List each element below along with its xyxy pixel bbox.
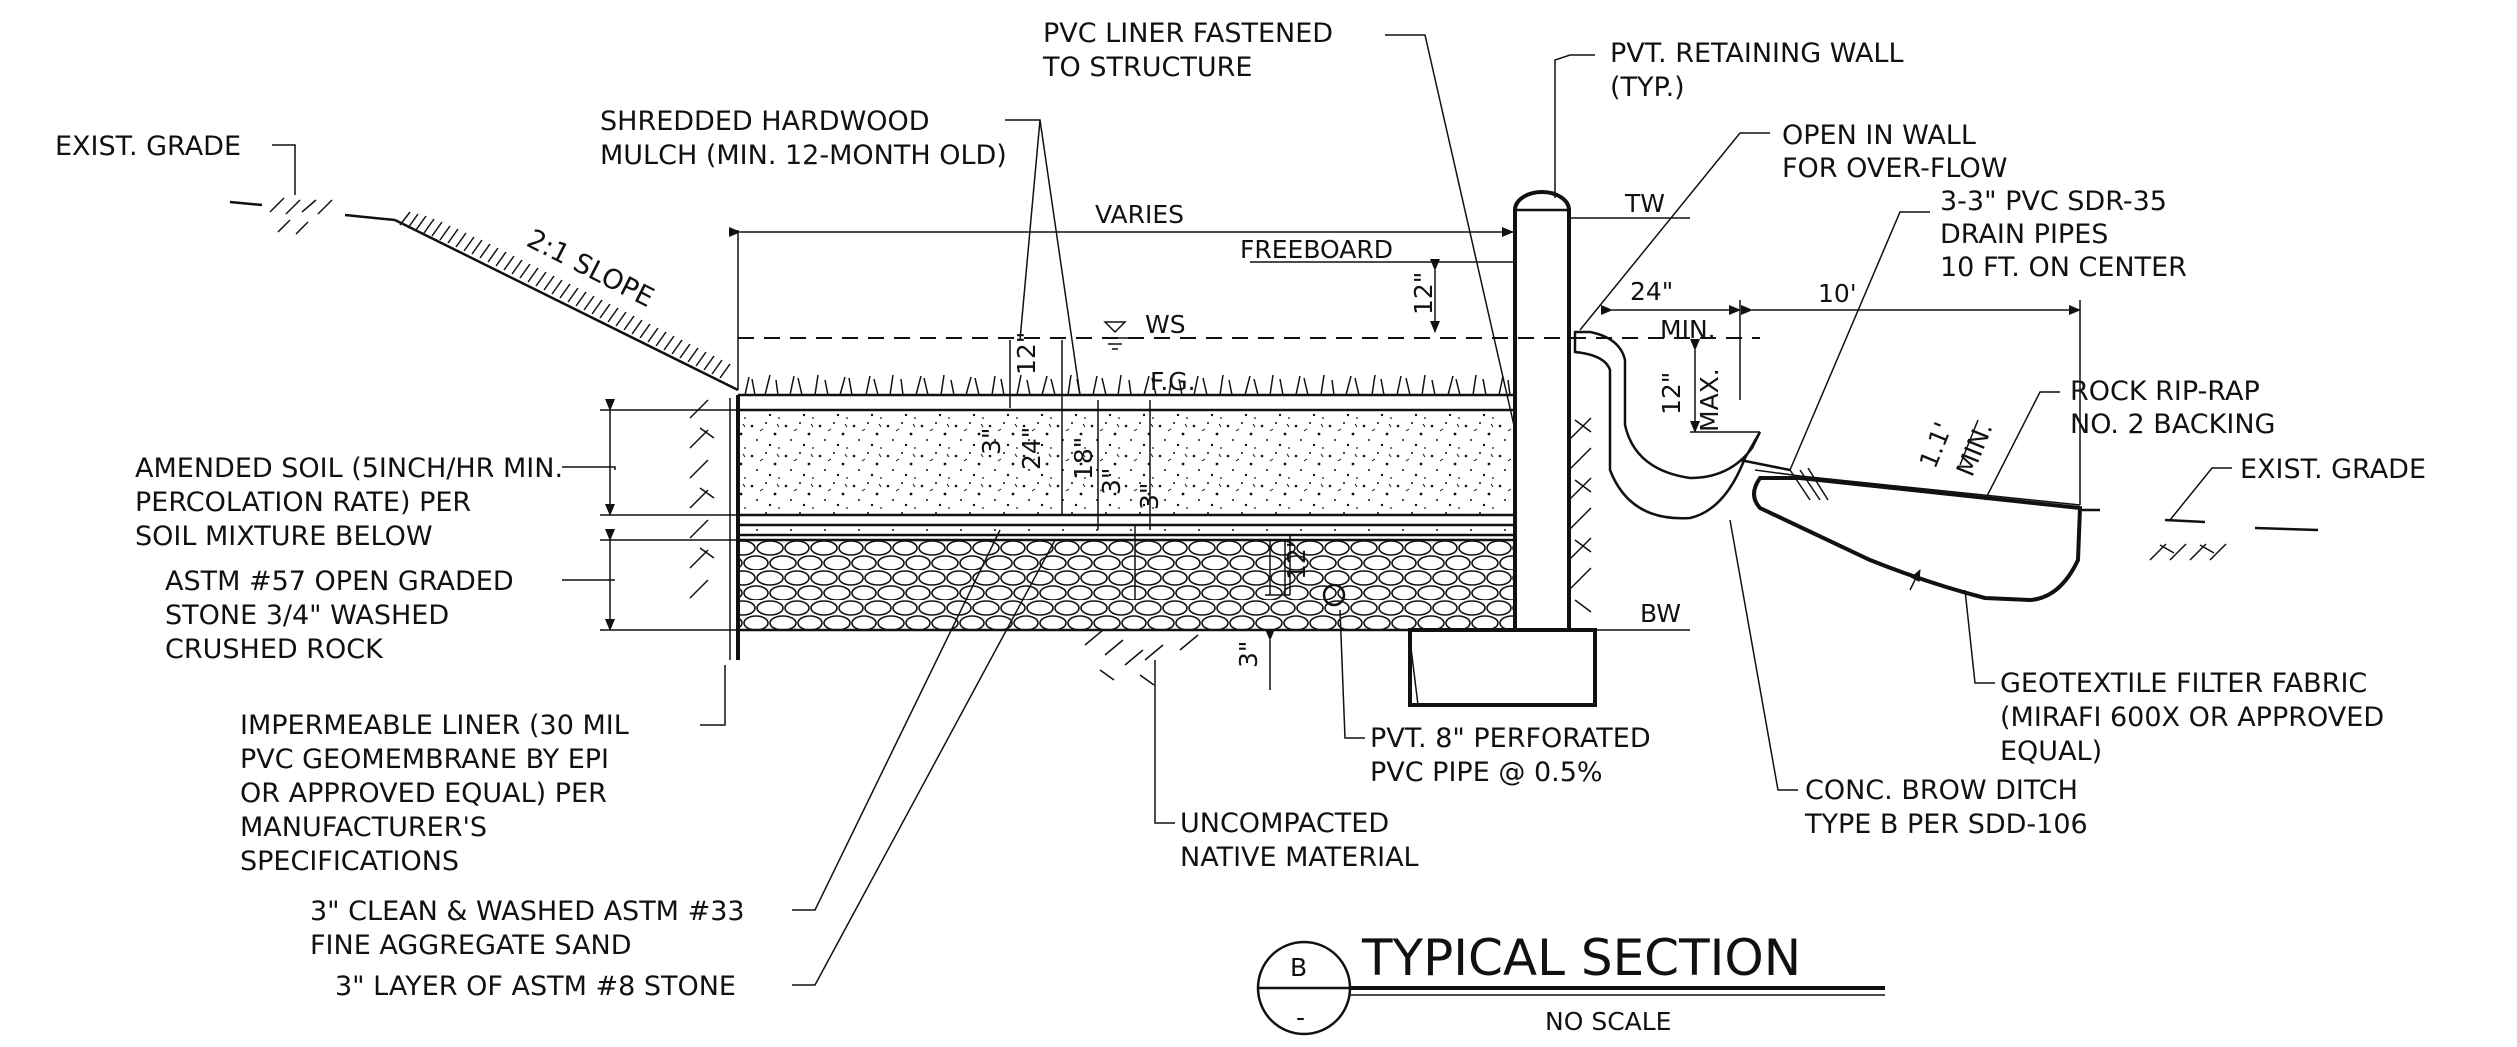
dim-3-sand: 3" xyxy=(1097,468,1126,495)
label-drain-2: DRAIN PIPES xyxy=(1940,219,2108,250)
retaining-wall xyxy=(1408,190,1597,707)
label-riprap-2: NO. 2 BACKING xyxy=(2070,409,2275,440)
dim-3-bottom: 3" xyxy=(1234,641,1263,668)
dim-12-freeboard: 12" xyxy=(1409,272,1438,315)
label-pipe-1: PVT. 8" PERFORATED xyxy=(1370,723,1651,754)
label-pvc-liner-1: PVC LINER FASTENED xyxy=(1043,18,1333,49)
label-pvc-liner-2: TO STRUCTURE xyxy=(1042,52,1252,83)
dim-24-min-1: 24" xyxy=(1630,277,1673,306)
label-stone8: 3" LAYER OF ASTM #8 STONE xyxy=(335,971,736,1002)
dim-3-stone8: 3" xyxy=(1135,483,1164,510)
dim-tw: TW xyxy=(1624,189,1665,218)
riprap-slope xyxy=(1739,458,2319,603)
dim-24: 24" xyxy=(1017,427,1046,470)
label-mulch-1: SHREDDED HARDWOOD xyxy=(600,106,930,137)
mulch-grass xyxy=(744,374,1511,396)
dim-min: MIN. xyxy=(1951,418,1999,480)
label-retaining-2: (TYP.) xyxy=(1610,72,1685,103)
label-liner-1: IMPERMEABLE LINER (30 MIL xyxy=(240,710,629,741)
dim-12-mulch: 12" xyxy=(1012,332,1041,375)
callout-letter: B xyxy=(1290,953,1307,982)
wall-backfill-hatch xyxy=(1568,417,1592,613)
dimensions xyxy=(600,217,2081,690)
right-grade-hatch xyxy=(2149,543,2227,561)
label-pipe-2: PVC PIPE @ 0.5% xyxy=(1370,757,1603,788)
amended-soil-layer xyxy=(738,410,1515,515)
label-soil-3: SOIL MIXTURE BELOW xyxy=(135,521,433,552)
brow-ditch xyxy=(1573,330,1762,520)
dim-12-pipe: 12" xyxy=(1282,537,1311,580)
label-liner-3: OR APPROVED EQUAL) PER xyxy=(240,778,607,809)
label-liner-4: MANUFACTURER'S xyxy=(240,812,487,843)
label-native-1: UNCOMPACTED xyxy=(1180,808,1389,839)
drawing-title: TYPICAL SECTION xyxy=(1361,929,1801,987)
label-geotextile-3: EQUAL) xyxy=(2000,736,2102,767)
label-exist-grade-left: EXIST. GRADE xyxy=(55,131,241,162)
dim-ws: WS xyxy=(1145,310,1186,339)
label-native-2: NATIVE MATERIAL xyxy=(1180,842,1419,873)
wall-footing xyxy=(1408,628,1597,707)
title-block: B - TYPICAL SECTION NO SCALE xyxy=(1256,929,1885,1036)
dim-18: 18" xyxy=(1069,437,1098,480)
label-geotextile-1: GEOTEXTILE FILTER FABRIC xyxy=(2000,668,2367,699)
label-overflow-1: OPEN IN WALL xyxy=(1782,120,1976,151)
label-sand-2: FINE AGGREGATE SAND xyxy=(310,930,632,961)
label-brow-1: CONC. BROW DITCH xyxy=(1805,775,2078,806)
sand-layer xyxy=(738,525,1515,535)
dim-bw: BW xyxy=(1640,599,1681,628)
label-brow-2: TYPE B PER SDD-106 xyxy=(1804,809,2088,840)
label-retaining-1: PVT. RETAINING WALL xyxy=(1610,38,1904,69)
label-liner-2: PVC GEOMEMBRANE BY EPI xyxy=(240,744,609,775)
label-drain-1: 3-3" PVC SDR-35 xyxy=(1940,186,2167,217)
label-exist-grade-right: EXIST. GRADE xyxy=(2240,454,2426,485)
label-mulch-2: MULCH (MIN. 12-MONTH OLD) xyxy=(600,140,1007,171)
dim-12-max-2: MAX. xyxy=(1695,368,1724,432)
label-sand-1: 3" CLEAN & WASHED ASTM #33 xyxy=(310,896,745,927)
left-existing-ground xyxy=(229,197,739,392)
annotations: PVC LINER FASTENED TO STRUCTURE PVT. RET… xyxy=(55,18,2426,1002)
callout-sheet: - xyxy=(1296,1003,1305,1032)
label-soil-2: PERCOLATION RATE) PER xyxy=(135,487,471,518)
dim-10: 10' xyxy=(1818,279,1857,308)
leaders xyxy=(272,34,2232,986)
dim-varies: VARIES xyxy=(1095,200,1184,229)
label-drain-3: 10 FT. ON CENTER xyxy=(1940,252,2187,283)
label-stone-2: STONE 3/4" WASHED xyxy=(165,600,449,631)
native-hatch-bottom xyxy=(1084,629,1199,686)
dim-freeboard: FREEBOARD xyxy=(1240,235,1393,264)
perforated-pipe xyxy=(1322,583,1346,607)
label-soil-1: AMENDED SOIL (5INCH/HR MIN. xyxy=(135,453,563,484)
label-liner-5: SPECIFICATIONS xyxy=(240,846,459,877)
dim-24-min-2: MIN. xyxy=(1660,315,1716,344)
label-geotextile-2: (MIRAFI 600X OR APPROVED xyxy=(2000,702,2384,733)
native-hatch-left xyxy=(689,399,715,599)
basin-layers xyxy=(689,374,1515,686)
dim-1-1: 1.1' xyxy=(1914,418,1958,472)
dim-fg: F.G. xyxy=(1150,367,1196,396)
dim-3-mulch: 3" xyxy=(977,428,1006,455)
label-stone-1: ASTM #57 OPEN GRADED xyxy=(165,566,514,597)
label-riprap-1: ROCK RIP-RAP xyxy=(2070,376,2260,407)
drawing-scale: NO SCALE xyxy=(1545,1007,1671,1036)
dim-12-max-1: 12" xyxy=(1657,372,1686,415)
label-overflow-2: FOR OVER-FLOW xyxy=(1782,153,2007,184)
label-stone-3: CRUSHED ROCK xyxy=(165,634,384,665)
stone-layer xyxy=(738,540,1515,630)
